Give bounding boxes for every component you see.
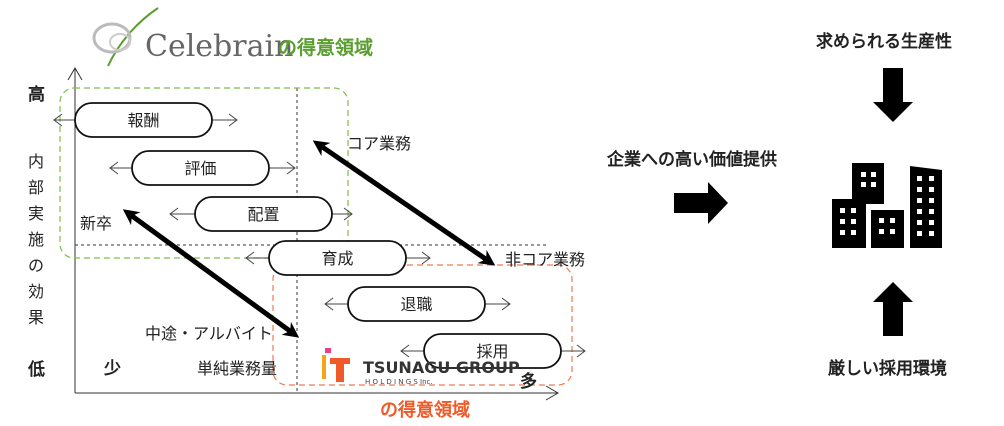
tsunagu-domain-label: の得意領域 (380, 399, 470, 421)
pill-label: 育成 (321, 249, 353, 268)
value-provision-label: 企業への高い価値提供 (606, 149, 777, 170)
pill-label: 退職 (400, 295, 432, 314)
celebrain-domain-label: の得意領域 (278, 36, 373, 59)
svg-text:内: 内 (28, 152, 44, 171)
svg-text:の: の (28, 256, 44, 275)
celebrain-logo: Celebrain (92, 7, 293, 67)
x-axis-low: 少 (103, 359, 121, 379)
svg-text:施: 施 (28, 230, 44, 249)
hiring-env-label: 厳しい採用環境 (828, 358, 947, 379)
midcareer-label: 中途・アルバイト (145, 324, 273, 343)
svg-text:果: 果 (28, 308, 44, 327)
pill-retirement: 退職 (324, 286, 511, 322)
pill-label: 評価 (184, 159, 216, 178)
y-axis-label: 内 部 実 施 の 効 果 (28, 152, 44, 327)
svg-text:実: 実 (28, 204, 44, 223)
tsunagu-logo: TSUNAGU GROUP H O L D I N G S Inc. (322, 348, 520, 386)
pill-evaluation: 評価 (109, 150, 296, 186)
buildings-icon (832, 163, 942, 248)
y-axis-high: 高 (28, 84, 45, 105)
pill-label: 配置 (247, 205, 279, 224)
pill-development: 育成 (245, 240, 431, 276)
core-label: コア業務 (347, 134, 411, 153)
pill-label: 報酬 (127, 111, 159, 130)
right-arrow-icon (674, 182, 728, 224)
svg-text:H O L D I N G S Inc.: H O L D I N G S Inc. (365, 378, 433, 386)
pill-recruitment: 採用 (400, 333, 586, 369)
svg-text:効: 効 (28, 282, 44, 301)
y-axis-low: 低 (27, 359, 45, 380)
down-arrow-icon (873, 68, 913, 122)
svg-text:部: 部 (28, 178, 44, 197)
pill-compensation: 報酬 (53, 102, 238, 138)
productivity-label: 求められる生産性 (816, 31, 952, 52)
new-grad-label: 新卒 (80, 214, 112, 233)
up-arrow-icon (873, 282, 913, 336)
pill-placement: 配置 (169, 196, 353, 232)
new-grad-midcareer-arrow (122, 209, 300, 338)
x-axis-label: 単純業務量 (197, 359, 277, 378)
celebrain-brand: Celebrain (145, 29, 293, 64)
svg-text:TSUNAGU GROUP: TSUNAGU GROUP (363, 358, 520, 377)
pill-label: 採用 (476, 342, 508, 361)
core-noncore-arrow (312, 140, 496, 266)
noncore-label: 非コア業務 (505, 250, 585, 269)
x-axis-high: 多 (520, 371, 537, 392)
